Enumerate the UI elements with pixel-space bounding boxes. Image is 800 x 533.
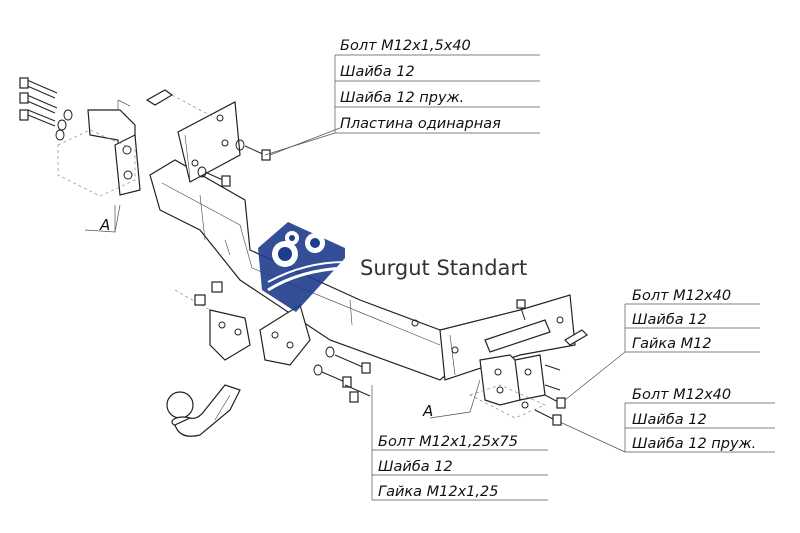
view-mark-right: A [422, 402, 433, 420]
right-beam-bracket [439, 294, 576, 381]
top-label-1: Шайба 12 [340, 64, 415, 80]
left-bolts [19, 77, 73, 141]
top-label-0: Болт М12х1,5х40 [340, 38, 471, 54]
right-upper-label-2: Гайка М12 [632, 336, 712, 352]
tow-ball [166, 384, 241, 437]
right-upper-label-1: Шайба 12 [632, 312, 707, 328]
single-plate [145, 89, 216, 119]
right-lower-label-0: Болт М12х40 [632, 387, 731, 403]
top-label-2: Шайба 12 пруж. [340, 90, 464, 106]
lower-bracket [174, 281, 311, 366]
lower-bolts [313, 346, 371, 403]
right-vehicle-plate [429, 354, 561, 419]
left-vehicle-plate [87, 99, 141, 196]
right-upper-label-0: Болт М12х40 [632, 288, 731, 304]
right-lower-bolts [521, 394, 566, 426]
right-lower-label-1: Шайба 12 [632, 412, 707, 428]
bottom-label-1: Шайба 12 [378, 459, 453, 475]
right-lower-label-2: Шайба 12 пруж. [632, 436, 756, 452]
watermark-text: Surgut Standart [360, 256, 527, 280]
right-top-bolt [516, 299, 588, 346]
view-mark-left: A [99, 216, 110, 234]
left-beam-bracket [177, 101, 241, 183]
bottom-label-0: Болт М12х1,25х75 [378, 434, 518, 450]
leader-lines [264, 54, 775, 501]
left-reference-box [57, 129, 136, 233]
bottom-label-2: Гайка М12х1,25 [378, 484, 498, 500]
top-label-3: Пластина одинарная [340, 116, 501, 132]
watermark-logo [258, 222, 346, 312]
